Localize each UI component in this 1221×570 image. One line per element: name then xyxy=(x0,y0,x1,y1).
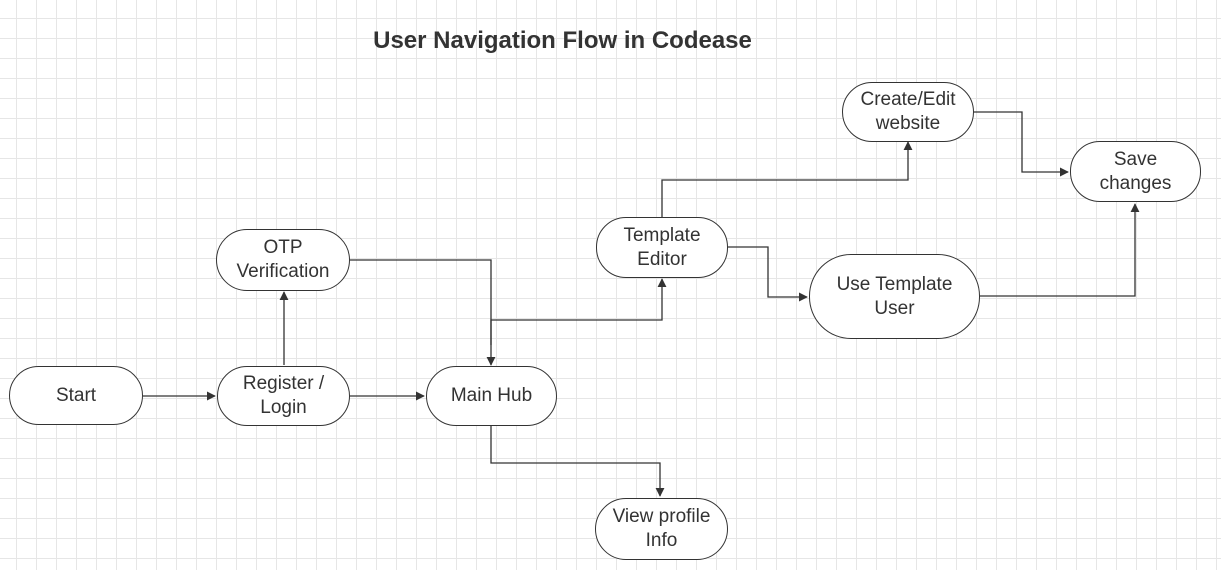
node-view-profile-info: View profile Info xyxy=(595,498,728,560)
node-start: Start xyxy=(9,366,143,425)
node-otp-verification: OTP Verification xyxy=(216,229,350,291)
arrow-template-editor-to-use-template xyxy=(728,246,808,302)
node-template-editor: Template Editor xyxy=(596,217,728,278)
diagram-title: User Navigation Flow in Codease xyxy=(373,27,752,54)
arrow-use-template-to-save xyxy=(980,203,1140,297)
arrow-otp-to-mainhub xyxy=(350,259,496,366)
node-save-changes: Save changes xyxy=(1070,141,1201,202)
arrow-mainhub-to-template-editor xyxy=(490,278,667,345)
arrow-mainhub-to-view-profile xyxy=(490,426,665,497)
node-register-login: Register / Login xyxy=(217,366,350,426)
node-use-template-user: Use Template User xyxy=(809,254,980,339)
arrow-create-edit-to-save xyxy=(974,111,1069,177)
node-create-edit-website: Create/Edit website xyxy=(842,82,974,142)
node-main-hub: Main Hub xyxy=(426,366,557,426)
arrow-template-editor-to-create-edit xyxy=(661,141,913,217)
